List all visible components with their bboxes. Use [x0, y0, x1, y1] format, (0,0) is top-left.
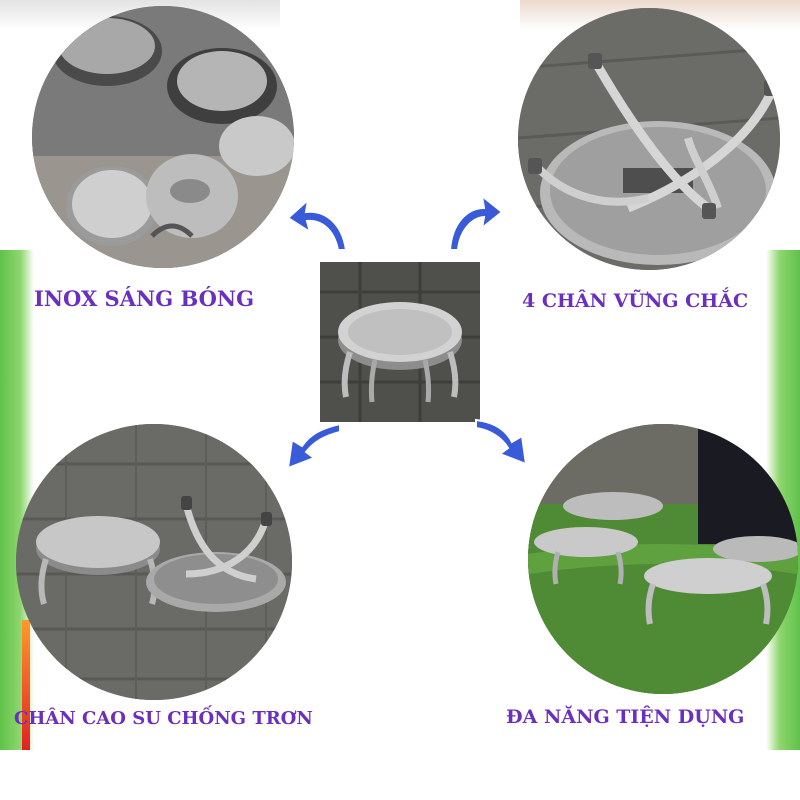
photo-four-legs-stool [518, 8, 780, 270]
photo-rubber-feet-stools [16, 424, 292, 700]
caption-four-sturdy-legs: 4 CHÂN VỮNG CHẮC [522, 290, 749, 312]
curved-arrow-icon [472, 414, 534, 470]
caption-shiny-stainless: INOX SÁNG BÓNG [34, 286, 255, 311]
photo-stool-center [320, 262, 480, 422]
curved-arrow-icon [278, 420, 344, 474]
curved-arrow-icon [284, 192, 354, 256]
left-red-strip [22, 620, 30, 750]
curved-arrow-icon [444, 190, 506, 254]
photo-multipurpose-stools-grass [528, 424, 798, 694]
photo-shiny-stainless-stools [32, 6, 294, 268]
caption-anti-slip-rubber-feet: CHÂN CAO SU CHỐNG TRƠN [14, 708, 313, 729]
caption-multipurpose: ĐA NĂNG TIỆN DỤNG [506, 706, 745, 728]
